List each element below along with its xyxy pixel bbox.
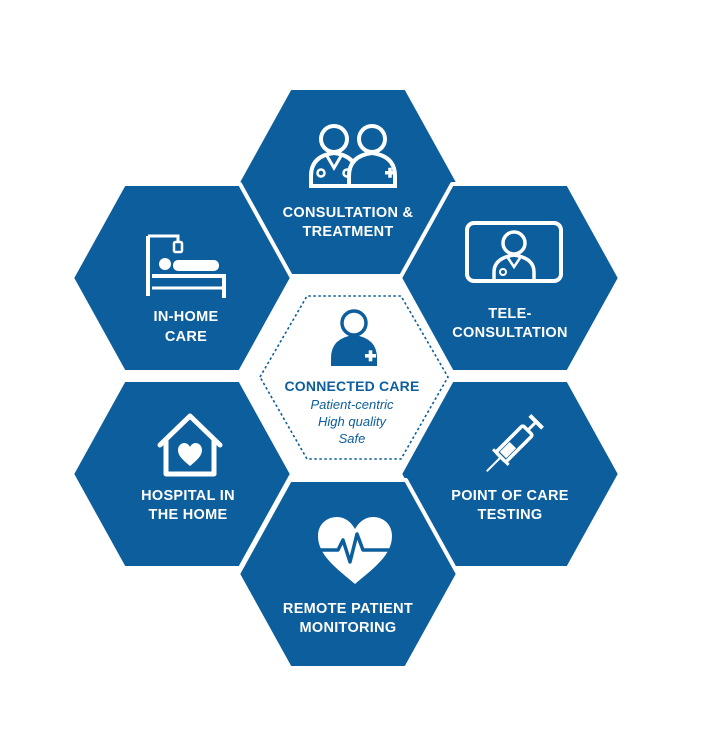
hex-consultation-label-2: TREATMENT — [302, 224, 393, 240]
hex-point-of-care-label-2: TESTING — [478, 507, 543, 523]
hex-hospital-home: HOSPITAL IN THE HOME — [70, 378, 294, 570]
doctor-cross-icon — [331, 309, 377, 366]
hex-teleconsultation-shape — [398, 182, 622, 374]
patient-bed-icon — [146, 234, 226, 298]
hex-remote-monitoring-label-2: MONITORING — [300, 620, 397, 636]
hex-in-home-care: IN-HOME CARE — [70, 182, 294, 374]
hex-hospital-home-label-1: HOSPITAL IN — [141, 488, 235, 504]
two-doctors-icon — [309, 124, 397, 188]
hex-center-shape — [259, 295, 449, 460]
center-title: CONNECTED CARE — [284, 378, 419, 394]
hex-remote-monitoring-label-1: REMOTE PATIENT — [283, 601, 413, 617]
hex-center: CONNECTED CARE Patient-centric High qual… — [259, 295, 449, 460]
hex-consultation: CONSULTATION & TREATMENT — [236, 86, 460, 278]
hex-point-of-care: POINT OF CARE TESTING — [398, 378, 622, 570]
hex-in-home-care-label-2: CARE — [165, 329, 207, 345]
syringe-icon — [486, 414, 544, 472]
home-heart-icon — [157, 413, 223, 477]
hex-remote-monitoring: REMOTE PATIENT MONITORING — [236, 478, 460, 670]
center-line-1: Patient-centric — [310, 397, 394, 412]
center-line-3: Safe — [339, 431, 366, 446]
hex-teleconsultation: TELE- CONSULTATION — [398, 182, 622, 374]
video-doctor-icon — [465, 221, 563, 283]
hex-point-of-care-label-1: POINT OF CARE — [451, 488, 569, 504]
hex-consultation-label-1: CONSULTATION & — [283, 205, 414, 221]
hex-hospital-home-label-2: THE HOME — [149, 507, 228, 523]
hex-teleconsultation-label-2: CONSULTATION — [452, 325, 568, 341]
hex-in-home-care-label-1: IN-HOME — [154, 309, 219, 325]
center-line-2: High quality — [318, 414, 387, 429]
hex-teleconsultation-label-1: TELE- — [488, 306, 531, 322]
heart-pulse-icon — [316, 517, 392, 584]
